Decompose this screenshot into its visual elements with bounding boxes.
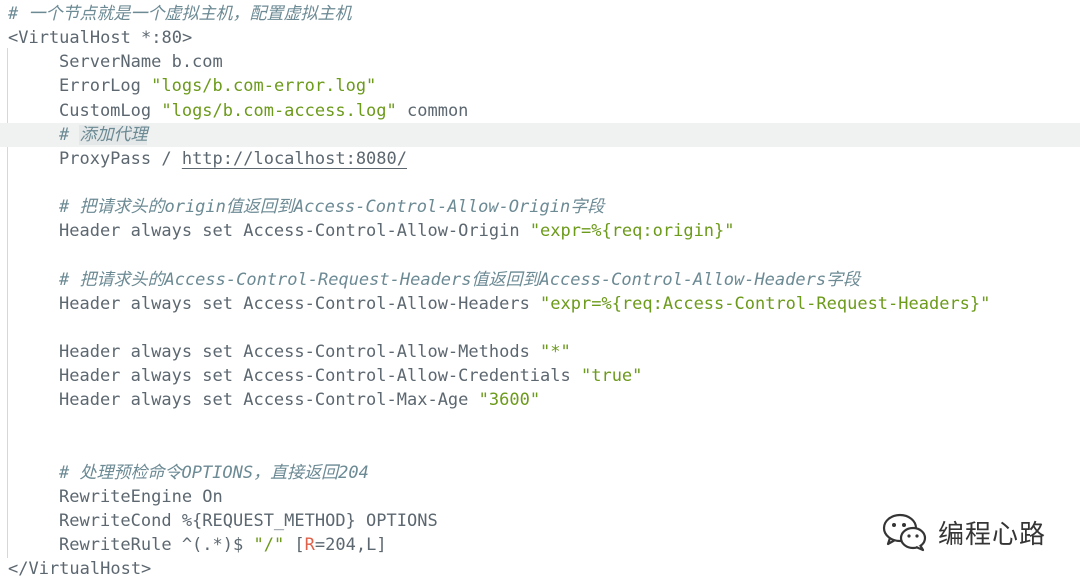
token-string: "/" [253,535,285,556]
token-directive: CustomLog [59,100,162,121]
token-flag: R [304,535,315,556]
token-comment: # 把请求头的Access-Control-Request-Headers值返回… [59,269,861,290]
code-line[interactable]: ErrorLog "logs/b.com-error.log" [0,74,1080,98]
token-string: "expr=%{req:Access-Control-Request-Heade… [540,293,991,314]
code-line[interactable]: # 添加代理 [0,122,1080,147]
token-plain: [ [284,535,305,556]
token-directive: ErrorLog [59,76,152,97]
code-line[interactable]: # 把请求头的Access-Control-Request-Headers值返回… [0,268,1080,292]
token-plain: common [396,100,469,121]
code-line[interactable]: # 处理预检命令OPTIONS，直接返回204 [0,461,1080,485]
code-line[interactable]: Header always set Access-Control-Allow-M… [0,340,1080,364]
token-comment: # [59,124,80,145]
token-comment: # 把请求头的origin值返回到Access-Control-Allow-Or… [59,197,605,218]
code-line[interactable]: RewriteEngine On [0,485,1080,509]
code-line[interactable]: Header always set Access-Control-Allow-C… [0,364,1080,388]
token-string: "true" [580,366,643,387]
code-line[interactable] [0,316,1080,340]
code-line[interactable]: Header always set Access-Control-Max-Age… [0,388,1080,412]
code-line[interactable] [0,413,1080,437]
token-tag: </VirtualHost> [8,559,152,580]
token-url[interactable]: http://localhost:8080/ [181,148,407,169]
code-line[interactable]: RewriteRule ^(.*)$ "/" [R=204,L] [0,533,1080,557]
token-string: "3600" [478,390,541,411]
token-comment: # 处理预检命令OPTIONS，直接返回204 [59,462,369,483]
token-directive: RewriteCond %{REQUEST_METHOD} OPTIONS [59,511,438,532]
token-directive: Header always set Access-Control-Allow-C… [59,366,581,387]
token-directive: ServerName b.com [59,52,223,73]
code-line[interactable]: RewriteCond %{REQUEST_METHOD} OPTIONS [0,509,1080,533]
selected-text: 添加代理 [79,124,148,145]
token-string: "*" [540,342,571,363]
token-string: "expr=%{req:origin}" [529,221,735,242]
code-line[interactable] [0,171,1080,195]
wechat-icon [882,513,927,552]
code-line[interactable]: Header always set Access-Control-Allow-H… [0,292,1080,316]
token-comment: # 一个节点就是一个虚拟主机，配置虚拟主机 [8,4,352,24]
code-line[interactable]: ProxyPass / http://localhost:8080/ [0,147,1080,171]
token-directive: RewriteEngine On [59,487,223,507]
token-directive: Header always set Access-Control-Allow-M… [59,342,541,363]
token-directive: ProxyPass / [59,148,182,169]
code-line[interactable] [0,437,1080,461]
token-directive: Header always set Access-Control-Allow-O… [59,221,530,242]
token-directive: Header always set Access-Control-Allow-H… [59,293,541,314]
code-line[interactable] [0,244,1080,268]
code-line[interactable]: # 一个节点就是一个虚拟主机，配置虚拟主机 [0,2,1080,26]
code-line[interactable]: </VirtualHost> [0,557,1080,581]
code-line[interactable]: CustomLog "logs/b.com-access.log" common [0,99,1080,123]
token-tag: <VirtualHost *:80> [8,28,193,49]
code-line[interactable]: # 把请求头的origin值返回到Access-Control-Allow-Or… [0,195,1080,219]
code-line[interactable]: <VirtualHost *:80> [0,26,1080,50]
token-directive: Header always set Access-Control-Max-Age [59,390,479,411]
watermark: 编程心路 [882,510,1046,554]
token-string: "logs/b.com-error.log" [151,76,377,97]
token-directive: RewriteRule ^(.*)$ [59,535,254,556]
code-line[interactable]: Header always set Access-Control-Allow-O… [0,219,1080,243]
code-line[interactable]: ServerName b.com [0,50,1080,74]
token-string: "logs/b.com-access.log" [161,100,397,121]
watermark-text: 编程心路 [938,519,1047,550]
indent-guide [7,48,8,558]
token-plain: =204,L] [314,535,387,556]
